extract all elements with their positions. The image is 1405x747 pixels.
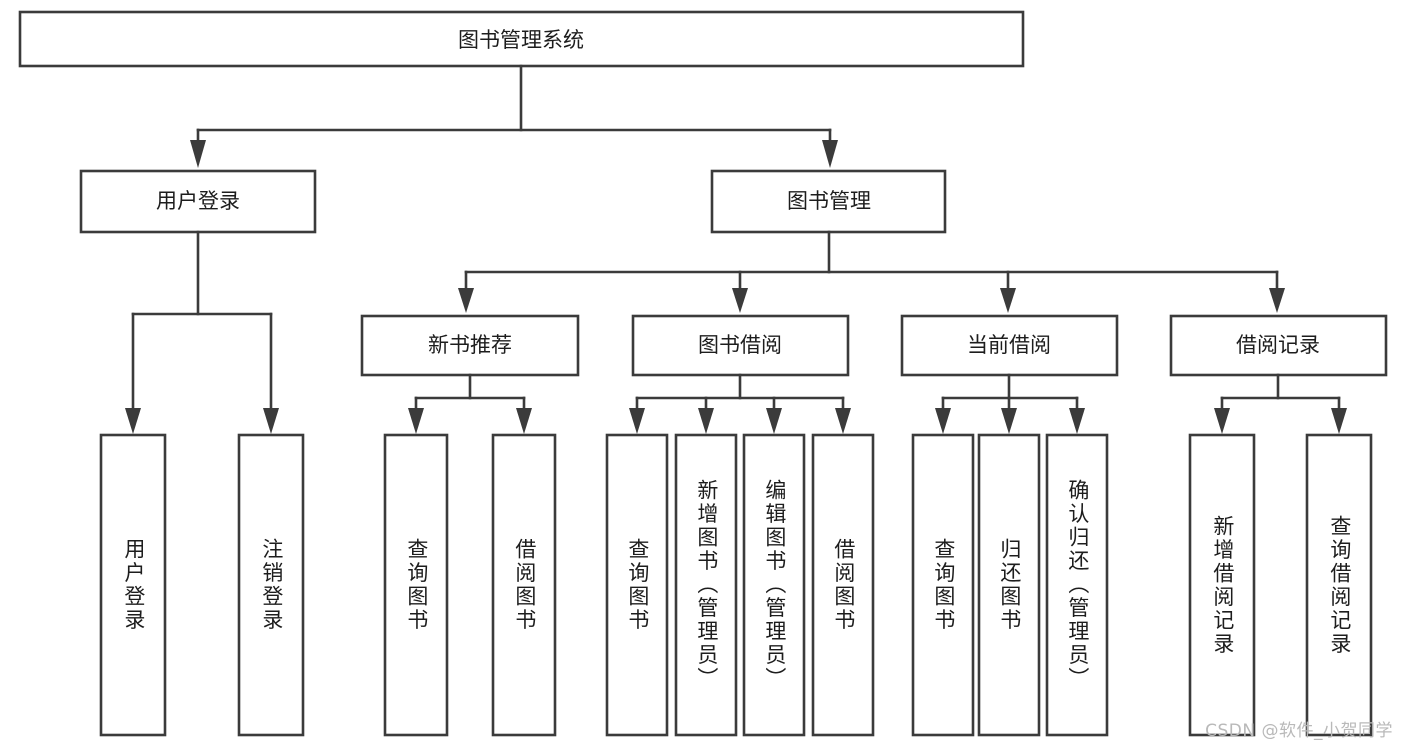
csdn-watermark: CSDN @软件_小贺同学 [1205, 721, 1393, 741]
arrow-to-leaf-logout [263, 408, 279, 434]
node-book-mgmt-label: 图书管理 [787, 189, 871, 213]
node-root-label: 图书管理系统 [458, 28, 584, 52]
node-current-borrow-label: 当前借阅 [967, 333, 1051, 357]
node-book-borrow-label: 图书借阅 [698, 333, 782, 357]
leaf-box-confirm-return[interactable] [1045, 433, 1109, 737]
arrow-to-leaf-user-login [125, 408, 141, 434]
leaf-box-query-record[interactable] [1305, 433, 1373, 737]
arrow-to-leaf-edit-book [766, 408, 782, 434]
arrow-to-leaf-borrow-book-1 [516, 408, 532, 434]
arrow-to-leaf-confirm-return [1069, 408, 1085, 434]
leaf-box-query-book-3[interactable] [911, 433, 975, 737]
arrow-to-leaf-borrow-book-2 [835, 408, 851, 434]
node-new-book-label: 新书推荐 [428, 333, 512, 357]
arrow-to-record [1269, 288, 1285, 313]
arrow-to-leaf-query-book-2 [629, 408, 645, 434]
arrow-to-leaf-add-record [1214, 408, 1230, 434]
arrow-to-leaf-add-book [698, 408, 714, 434]
node-borrow-record-box[interactable] [1169, 314, 1388, 377]
leaf-box-user-login[interactable] [99, 433, 167, 737]
arrow-to-leaf-return-book [1001, 408, 1017, 434]
arrow-to-new-book [458, 288, 474, 313]
node-book-borrow-box[interactable] [631, 314, 850, 377]
leaf-box-logout[interactable] [237, 433, 305, 737]
node-book-mgmt-box[interactable] [710, 169, 947, 234]
leaf-box-query-book-1[interactable] [383, 433, 449, 737]
leaf-box-return-book[interactable] [977, 433, 1041, 737]
leaf-box-borrow-book-2[interactable] [811, 433, 875, 737]
arrow-to-borrow [732, 288, 748, 313]
leaf-box-edit-book[interactable] [742, 433, 806, 737]
node-new-book-box[interactable] [360, 314, 580, 377]
node-borrow-record-label: 借阅记录 [1236, 333, 1320, 357]
arrow-to-user-login [190, 140, 206, 168]
leaf-box-borrow-book-1[interactable] [491, 433, 557, 737]
leaf-box-add-record[interactable] [1188, 433, 1256, 737]
arrow-to-book-mgmt [822, 140, 838, 168]
arrow-to-leaf-query-record [1331, 408, 1347, 434]
arrow-to-current [1000, 288, 1016, 313]
arrow-to-leaf-query-book-1 [408, 408, 424, 434]
leaf-box-query-book-2[interactable] [605, 433, 669, 737]
node-user-login-label: 用户登录 [156, 189, 240, 213]
arrow-to-leaf-query-book-3 [935, 408, 951, 434]
leaf-box-add-book[interactable] [674, 433, 738, 737]
node-current-borrow-box[interactable] [900, 314, 1119, 377]
node-root-box[interactable] [18, 10, 1025, 68]
